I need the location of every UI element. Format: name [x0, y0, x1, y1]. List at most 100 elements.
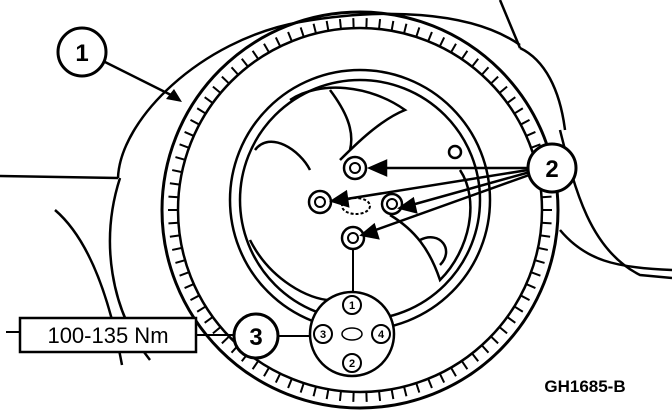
tread-mark [179, 271, 190, 277]
tread-mark [541, 221, 552, 225]
tread-mark [403, 386, 408, 397]
sequence-position-3: 3 [313, 324, 333, 344]
sequence-position-1: 1 [342, 295, 362, 315]
tread-mark [175, 259, 186, 264]
tread-mark [179, 143, 190, 149]
tread-mark [251, 360, 260, 370]
tread-mark [520, 294, 530, 302]
tread-mark [221, 335, 230, 345]
sequence-position-2: 2 [342, 353, 362, 373]
callout-2: 2 [526, 142, 578, 194]
sequence-number-4: 4 [378, 329, 385, 341]
tread-mark [530, 143, 541, 149]
tread-mark [175, 156, 186, 161]
valve-stem [447, 144, 463, 160]
tread-mark [338, 390, 342, 402]
tread-mark [471, 58, 479, 68]
tread-mark [287, 378, 293, 389]
tread-mark [450, 43, 457, 53]
lug-nut-left [307, 189, 333, 215]
tread-mark [481, 66, 490, 76]
tread-mark [490, 75, 499, 85]
tread-mark [171, 169, 183, 174]
tread-mark [427, 31, 433, 42]
callout-1: 1 [56, 26, 182, 102]
tread-mark [212, 85, 222, 94]
tread-mark [204, 316, 214, 324]
tread-mark [312, 23, 317, 34]
sequence-number-2: 2 [349, 358, 355, 370]
tread-mark [427, 378, 433, 389]
tread-mark [230, 66, 239, 76]
tread-mark [378, 18, 382, 30]
tread-mark [450, 367, 457, 377]
figure-id: GH1685-B [544, 377, 625, 396]
tread-mark [537, 246, 549, 251]
callout-3: 100-135 Nm 3 [6, 312, 310, 360]
tread-mark [540, 234, 551, 238]
tread-mark [490, 335, 499, 345]
tread-mark [513, 305, 524, 313]
tread-mark [287, 31, 293, 42]
tread-mark [498, 85, 508, 94]
tread-mark [325, 20, 330, 31]
tread-mark [263, 43, 270, 53]
sequence-number-1: 1 [349, 300, 355, 312]
tread-mark [274, 36, 282, 47]
tread-mark [168, 221, 179, 225]
tread-mark [520, 118, 530, 126]
tightening-sequence-inset: 1 2 3 4 [308, 250, 396, 378]
inset-center-logo [341, 327, 363, 341]
tread-mark [251, 50, 260, 60]
tread-mark [299, 382, 305, 393]
tread-mark [438, 373, 446, 384]
tread-mark [530, 271, 541, 277]
tread-mark [274, 373, 282, 384]
tread-mark [190, 118, 200, 126]
tread-mark [168, 195, 179, 199]
tread-mark [171, 246, 183, 251]
tread-mark [378, 390, 382, 402]
torque-spec-box [18, 316, 198, 354]
tread-mark [513, 107, 524, 115]
tread-mark [204, 96, 214, 104]
tread-mark [241, 58, 249, 68]
tread-mark [184, 130, 195, 137]
lug-nut-right [380, 192, 404, 216]
tread-mark [506, 316, 516, 324]
tread-mark [196, 305, 207, 313]
tread-mark [541, 195, 552, 199]
lug-nut-bottom [340, 225, 366, 251]
tire [160, 10, 560, 410]
tread-mark [263, 367, 270, 377]
sequence-number-3: 3 [320, 329, 326, 341]
lug-nut-top [342, 155, 368, 181]
tread-mark [390, 389, 395, 400]
tread-mark [190, 294, 200, 302]
tread-mark [169, 234, 180, 238]
tread-mark [506, 96, 516, 104]
tread-mark [338, 18, 342, 30]
tread-mark [525, 130, 536, 137]
tread-mark [415, 27, 421, 38]
tread-mark [403, 23, 408, 34]
callout-3-label: 3 [249, 324, 262, 351]
tread-mark [481, 344, 490, 354]
tread-mark [299, 27, 305, 38]
tread-mark [525, 283, 536, 290]
tread-mark [169, 182, 180, 186]
callout-2-label: 2 [545, 156, 558, 183]
tread-mark [196, 107, 207, 115]
tread-mark [460, 50, 469, 60]
tread-mark [438, 36, 446, 47]
torque-spec: 100-135 Nm [47, 323, 168, 348]
tread-mark [534, 259, 545, 264]
callout-1-label: 1 [75, 40, 88, 67]
tread-mark [498, 326, 508, 335]
tread-mark [390, 20, 395, 31]
tread-mark [325, 389, 330, 400]
tread-mark [212, 326, 222, 335]
tread-mark [184, 283, 195, 290]
callout-2-arrows [329, 159, 533, 240]
